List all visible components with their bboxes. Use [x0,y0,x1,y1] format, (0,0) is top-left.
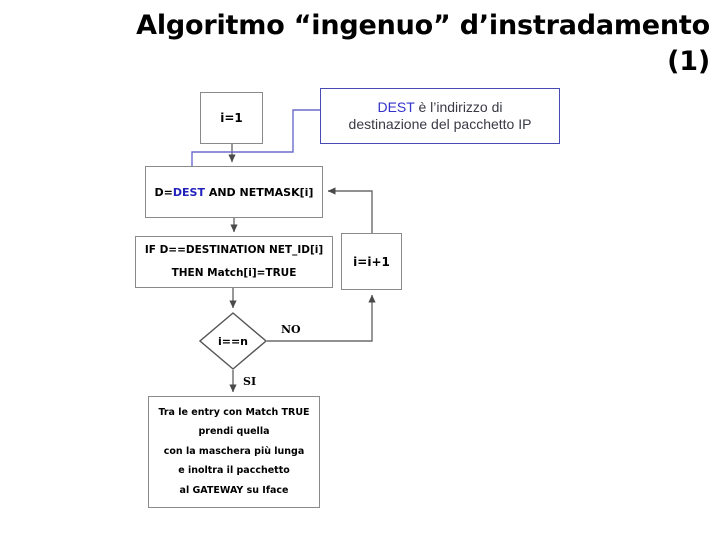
edge-increment-to-mask [327,187,373,233]
callout-line-1-rest: è l’indirizzo di [414,98,503,115]
flow-node-if-match[interactable]: IF D==DESTINATION NET_ID[i] THEN Match[i… [135,236,333,288]
flow-node-action-line-5: al GATEWAY su Iface [179,484,289,496]
flow-node-mask-prefix: D= [154,185,173,199]
flow-node-decision[interactable]: i==n [198,312,268,370]
callout-line-2: destinazione del pacchetto IP [348,116,532,132]
flow-node-increment[interactable]: i=i+1 [341,233,402,290]
flow-node-action-line-4: e inoltra il pacchetto [178,465,290,477]
flow-node-increment-label: i=i+1 [353,254,390,269]
flow-node-if-line-1: IF D==DESTINATION NET_ID[i] [144,243,324,256]
edge-decision-no-to-increment [267,294,376,342]
flow-node-mask-suffix: AND NETMASK[i] [204,185,314,199]
flow-node-action-line-2: prendi quella [198,426,270,438]
title-line-2: (1) [667,45,710,77]
flow-node-mask-keyword: DEST [172,185,205,199]
edge-label-no: NO [281,323,301,336]
flow-node-init-label: i=1 [220,111,243,125]
flow-node-if-line-2: THEN Match[i]=TRUE [171,266,297,279]
page-title: Algoritmo “ingenuo” d’instradamento (1) [20,8,710,79]
flow-node-decision-label: i==n [217,334,249,348]
edge-label-si: SI [243,375,257,388]
flow-node-mask-label: D=DEST AND NETMASK[i] [155,186,314,199]
flow-node-action-line-1: Tra le entry con Match TRUE [158,406,310,418]
callout-box-dest[interactable]: DEST è l’indirizzo di destinazione del p… [320,88,560,144]
callout-highlight-term: DEST [377,98,415,115]
callout-line-1: DEST è l’indirizzo di [377,99,502,117]
flow-node-action-line-3: con la maschera più lunga [163,445,305,457]
title-line-1: Algoritmo “ingenuo” d’instradamento [136,10,710,41]
decision-diamond-shape [198,312,268,370]
flow-node-mask[interactable]: D=DEST AND NETMASK[i] [145,166,323,218]
flow-node-action[interactable]: Tra le entry con Match TRUE prendi quell… [148,396,320,508]
flow-node-init[interactable]: i=1 [200,92,263,144]
